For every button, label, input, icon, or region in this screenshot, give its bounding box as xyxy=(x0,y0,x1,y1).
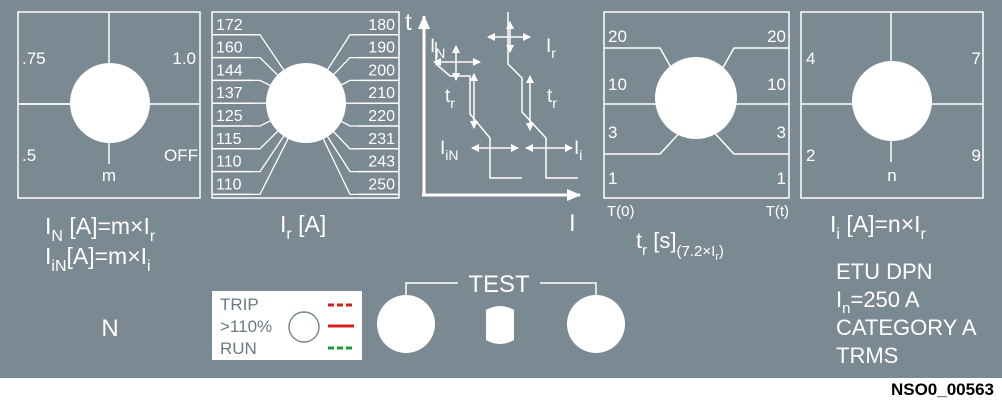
test-button-right[interactable] xyxy=(567,295,625,353)
curve-label-tr-right: tr xyxy=(547,86,557,111)
dial-n-label-top-left: .75 xyxy=(22,49,46,68)
tr-left-value: 20 xyxy=(608,27,627,46)
neutral-rotary-switch[interactable] xyxy=(70,63,150,143)
tr-left-values: 20 10 3 1 xyxy=(608,27,627,188)
ir-left-value: 110 xyxy=(216,154,242,171)
dial-ii-label-top-right: 7 xyxy=(972,49,981,68)
ii-rotary-switch[interactable] xyxy=(852,61,932,141)
ir-right-value: 231 xyxy=(368,131,395,148)
tr-right-value: 1 xyxy=(777,169,786,188)
etu-rated-current: In=250 A xyxy=(836,287,920,317)
ir-right-value: 200 xyxy=(368,62,395,79)
neutral-label: N xyxy=(101,315,118,342)
dial-ii-label-top-left: 4 xyxy=(806,49,815,68)
tr-right-values: 20 10 3 1 xyxy=(767,27,786,188)
ir-left-value: 115 xyxy=(216,131,242,148)
tr-tt-label: T(t) xyxy=(766,203,789,220)
ir-value-grid xyxy=(212,34,399,196)
test-label: TEST xyxy=(468,271,530,298)
status-overload-label: >110% xyxy=(220,317,272,336)
curve-r-line xyxy=(507,12,578,179)
tr-right-value: 3 xyxy=(777,123,786,142)
curve-label-in: IN xyxy=(430,36,445,61)
reference-number: NSO0_00563 xyxy=(890,380,994,399)
curve-label-iin: IiN xyxy=(440,138,459,163)
dial-n-caption-2: IiN[A]=m×Ii xyxy=(45,243,151,275)
status-led xyxy=(288,311,320,343)
ir-setting-dial xyxy=(211,11,400,199)
trip-unit-faceplate: .75 1.0 .5 OFF m IN [A]=m×Ir IiN[A]=m×Ii… xyxy=(17,9,984,368)
curve-x-axis-label: I xyxy=(569,210,576,237)
test-socket[interactable] xyxy=(486,306,514,344)
ir-left-value: 137 xyxy=(216,85,243,102)
dial-n-label-bottom-right: OFF xyxy=(164,146,198,165)
status-run-label: RUN xyxy=(220,339,257,358)
tr-left-value: 10 xyxy=(608,75,627,94)
ir-right-value: 250 xyxy=(368,176,395,193)
test-button-left[interactable] xyxy=(377,295,435,353)
trip-curve-diagram xyxy=(418,12,581,201)
ir-left-value: 144 xyxy=(216,62,243,79)
ir-right-value: 220 xyxy=(368,108,395,125)
dial-n-label-top-right: 1.0 xyxy=(172,49,196,68)
ir-left-value: 125 xyxy=(216,108,243,125)
tr-setting-dial xyxy=(603,11,790,199)
ir-right-value: 180 xyxy=(368,17,395,34)
dial-n-label-bottom-left: .5 xyxy=(22,146,36,165)
tr-right-value: 10 xyxy=(767,75,786,94)
tr-left-value: 1 xyxy=(608,169,617,188)
tr-caption: tr [s](7.2×Ir) xyxy=(636,228,724,263)
ir-right-value: 190 xyxy=(368,40,395,57)
ir-caption: Ir [A] xyxy=(280,211,326,243)
curve-n-line xyxy=(435,42,522,179)
ir-right-value: 243 xyxy=(368,154,395,171)
dial-ii-label-bottom-right: 9 xyxy=(972,146,981,165)
dial-n-label-center: m xyxy=(102,166,116,185)
ir-rotary-switch[interactable] xyxy=(266,63,346,143)
tr-left-value: 3 xyxy=(608,123,617,142)
curve-label-ir: Ir xyxy=(546,36,556,61)
etu-trms: TRMS xyxy=(836,343,898,368)
tr-right-value: 20 xyxy=(767,27,786,46)
dial-ii-label-bottom-left: 2 xyxy=(806,146,815,165)
etu-model: ETU DPN xyxy=(836,259,933,284)
ir-right-values: 180 190 200 210 220 231 243 250 xyxy=(368,17,395,194)
ir-left-values: 172 160 144 137 125 115 110 110 xyxy=(216,17,243,194)
ir-right-value: 210 xyxy=(368,85,395,102)
curve-label-ii: Ii xyxy=(574,138,582,163)
dial-n-caption-1: IN [A]=m×Ir xyxy=(45,213,156,245)
tr-rotary-switch[interactable] xyxy=(655,57,737,139)
ii-caption: Ii [A]=n×Ir xyxy=(830,211,927,243)
status-trip-label: TRIP xyxy=(220,295,259,314)
tr-t0-label: T(0) xyxy=(607,203,635,220)
dial-ii-label-center: n xyxy=(887,166,896,185)
etu-category: CATEGORY A xyxy=(836,315,977,340)
ir-left-value: 172 xyxy=(216,17,243,34)
ir-left-value: 160 xyxy=(216,40,243,57)
curve-label-tr-left: tr xyxy=(445,86,455,111)
ir-left-value: 110 xyxy=(216,176,242,193)
curve-y-axis-label: t xyxy=(405,9,412,36)
